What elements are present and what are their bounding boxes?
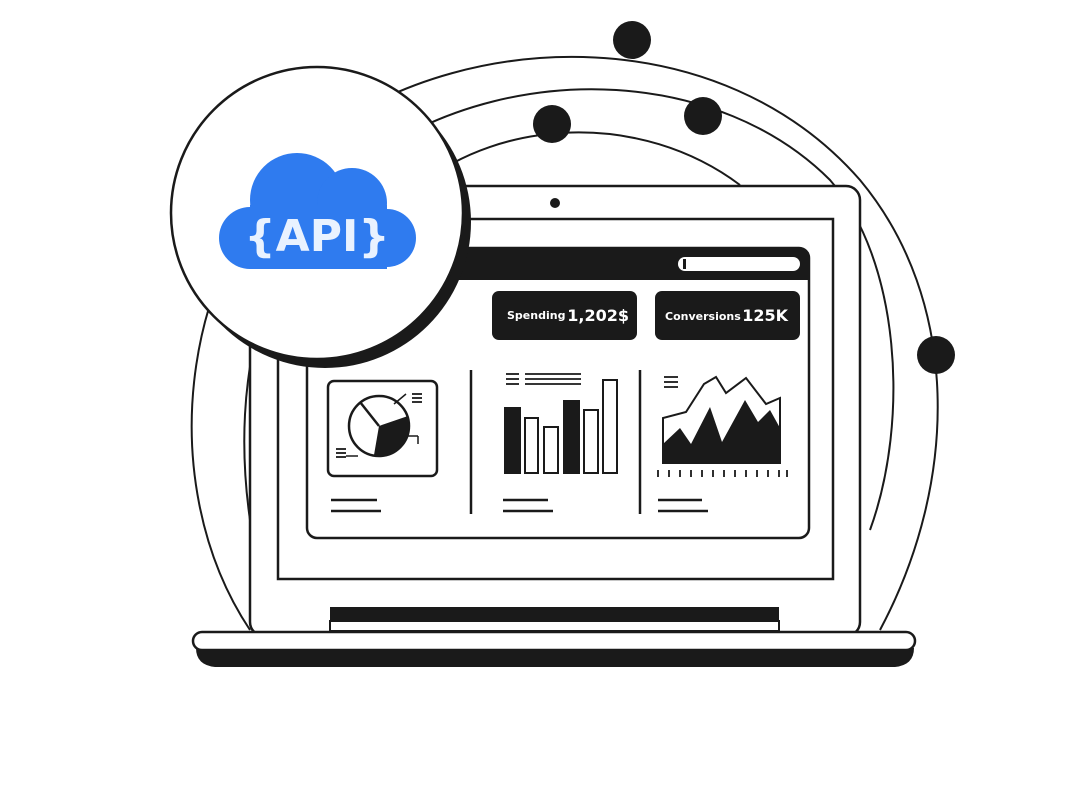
pie-chart-panel <box>326 379 439 513</box>
bar-legend-lines <box>506 373 581 385</box>
bar-chart-icon <box>504 379 618 474</box>
area-chart-icon <box>662 375 781 464</box>
laptop-base <box>191 630 917 652</box>
area-legend-lines <box>664 376 678 388</box>
laptop-hinge-gap <box>329 620 780 632</box>
laptop-base-shadow <box>196 648 914 667</box>
stat-label: Conversions <box>665 310 741 323</box>
area-caption-lines <box>658 498 708 513</box>
search-cursor <box>683 259 686 269</box>
bar-chart-panel <box>503 373 618 513</box>
search-bar[interactable] <box>678 257 800 271</box>
stat-value: 125K <box>742 306 788 325</box>
api-label: {API} <box>244 211 389 262</box>
orbit-dot <box>684 97 722 135</box>
webcam-icon <box>550 198 560 208</box>
stat-card-bg <box>655 291 800 340</box>
cloud-icon <box>219 153 416 269</box>
area-chart-panel <box>657 375 788 513</box>
laptop-hinge <box>330 607 779 621</box>
stat-card-bg <box>492 291 637 340</box>
stat-label: Spending <box>507 309 565 322</box>
area-axis-ticks <box>657 470 788 477</box>
orbit-dot <box>613 21 651 59</box>
orbit-dots <box>533 21 955 374</box>
stat-card-spending[interactable]: Spending 1,202$ <box>492 291 637 340</box>
orbit-ring-inner <box>419 131 741 186</box>
pie-caption-lines <box>331 498 381 513</box>
pie-legend-lines <box>336 393 422 458</box>
api-badge: {API} <box>169 65 471 368</box>
pie-chart-icon <box>346 393 419 458</box>
stat-card-conversions[interactable]: Conversions 125K <box>655 291 800 340</box>
orbit-ring-outer <box>190 55 939 631</box>
orbit-dot <box>917 336 955 374</box>
orbit-dot <box>533 105 571 143</box>
bar-caption-lines <box>503 498 553 513</box>
stat-value: 1,202$ <box>567 306 629 325</box>
